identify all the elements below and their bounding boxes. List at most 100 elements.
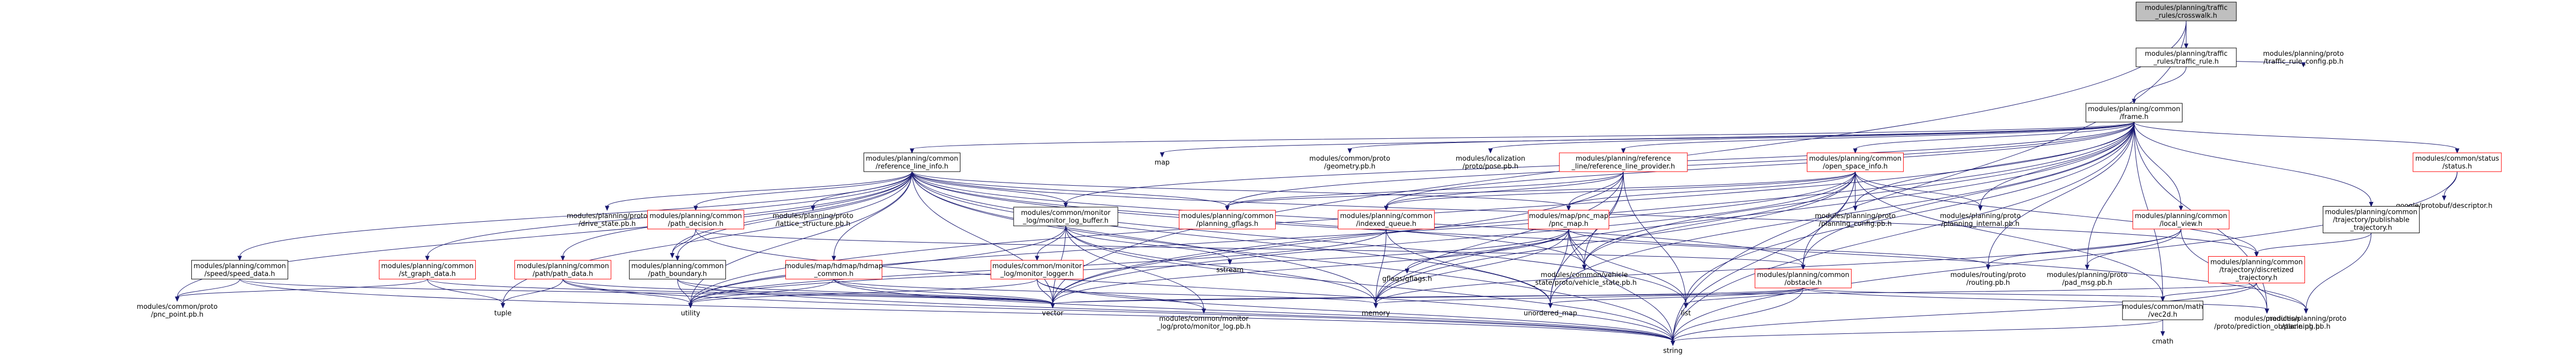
edge-line [562,279,691,304]
node-box [2086,103,2183,123]
edge-line [2087,122,2135,266]
node-planning-gflags[interactable]: modules/planning/common/planning_gflags.… [1179,210,1276,230]
edge-local_view-to-pad_msg_pb [2085,228,2181,270]
edge-line [1685,287,1804,304]
edge-obstacle-to-prediction_obstacle_pb [1803,287,2270,314]
node-publishable-trajectory[interactable]: modules/planning/common/trajectory/publi… [2323,206,2420,233]
node-frame[interactable]: modules/planning/common/frame.h [2086,103,2183,123]
edge-line [677,279,691,304]
edge-line [562,279,1053,304]
edge-line [1672,171,2458,342]
node-speed-data[interactable]: modules/planning/common/speed/speed_data… [191,260,288,280]
edge-frame-to-pose_pb [1488,122,2135,154]
edge-frame-to-obstacle [1801,122,2135,270]
edge-arrowhead [693,206,698,211]
edge-line [1386,171,1624,207]
node-traffic-rule[interactable]: modules/planning/traffic_rules/traffic_r… [2136,47,2237,67]
node-label-line: modules/planning/common [1757,271,1849,279]
node-vec2d[interactable]: modules/common/math/vec2d.h [2122,300,2203,320]
node-box [1338,210,1435,230]
node-label-line: modules/planning/common [1340,212,1432,220]
edge-publishable_trajectory-to-planning_pb [2303,233,2372,314]
node-label-line: modules/map/hdmap/hdmap [785,262,883,270]
edge-line [1855,171,1981,207]
node-monitor-log-buffer[interactable]: modules/common/monitor_log/monitor_log_b… [1013,207,1118,226]
edge-path_data-to-vector [562,279,1055,308]
node-label-line: modules/common/vehicle [1540,271,1628,279]
node-discretized-trajectory[interactable]: modules/planning/common/trajectory/discr… [2208,256,2305,283]
node-label-line: modules/common/status [2415,155,2499,163]
node-label-line: cmath [2152,338,2173,346]
edge-arrowhead [1621,148,1626,154]
edge-traffic_rule-to-frame [2131,66,2187,104]
node-label-line: modules/prediction [2234,315,2299,323]
node-label-line: /pad_msg.pb.h [2062,279,2112,287]
edge-line [1065,225,1376,304]
edge-reference_line_info-to-path_decision [693,171,913,211]
edge-line [911,171,1066,204]
edge-line [1855,122,2135,207]
edge-path_data-to-string [562,279,1675,346]
edge-line [1584,171,1856,266]
node-label-line: /planning.pb.h [2282,323,2331,331]
node-root[interactable]: modules/planning/traffic_rules/crosswalk… [2136,2,2237,21]
edge-arrowhead [670,253,675,258]
node-map-std: map [1155,159,1170,167]
node-label-line: string [1663,347,1682,355]
edge-reference_line_info-to-string [911,171,1675,346]
node-label-line: vector [1042,310,1064,318]
edge-line [911,122,2135,150]
node-path-data[interactable]: modules/planning/common/path/path_data.h [514,260,611,280]
edge-line [1407,228,1569,270]
edge-line [1375,228,2181,304]
node-label-line: modules/common/monitor [992,262,1082,270]
node-label-line: /planning_config.pb.h [1819,220,1892,228]
edge-line [690,279,834,304]
node-box [1013,207,1118,226]
node-label-line: _log/monitor_logger.h [1000,270,1074,278]
node-status-h[interactable]: modules/common/status/status.h [2412,152,2502,172]
edge-arrowhead [2131,99,2137,104]
edge-line [2256,283,2307,310]
edge-line [1803,287,2163,298]
edge-reference_line_info-to-hdmap [831,171,913,261]
node-st-graph-data[interactable]: modules/planning/common/st_graph_data.h [379,260,476,280]
node-monitor-log-pb: modules/common/monitor_log/proto/monitor… [1156,315,1251,331]
node-label-line: modules/planning/common [1181,212,1273,220]
node-label-line: modules/planning/common [631,262,723,270]
node-reference-line-info[interactable]: modules/planning/common/reference_line_i… [864,152,960,172]
node-local-view[interactable]: modules/planning/common/local_view.h [2133,210,2229,230]
edge-arrowhead [500,303,506,308]
node-hdmap[interactable]: modules/map/hdmap/hdmap_common.h [785,260,883,280]
edge-reference_line_info-to-pnc_point_pb [175,171,913,302]
edge-reference_line_info-to-drive_state_pb [605,171,913,211]
edge-line [1490,122,2135,150]
node-monitor-logger[interactable]: modules/common/monitor_log/monitor_logge… [990,260,1084,280]
node-lattice-structure-pb: modules/planning/proto/lattice_structure… [773,212,854,228]
edge-vec2d-to-string [1670,319,2163,346]
edge-line [1568,228,1585,266]
node-box [647,210,744,230]
edge-arrowhead [1384,206,1389,211]
node-label-line: /trajectory/publishable [2333,216,2410,224]
edge-line [1037,225,1066,257]
edge-line [502,279,563,304]
edge-line [1672,283,2257,342]
edge-line [1672,20,2187,342]
node-box [1179,210,1276,230]
edge-line [239,279,1053,304]
edge-line [239,171,913,257]
node-obstacle[interactable]: modules/planning/common/obstacle.h [1755,269,1852,288]
node-path-decision[interactable]: modules/planning/common/path_decision.h [647,210,744,230]
edge-line [562,279,1673,342]
node-label-line: modules/planning/proto [1940,212,2021,220]
node-vector: vector [1042,310,1064,318]
node-open-space-info[interactable]: modules/planning/common/open_space_info.… [1807,152,1904,172]
node-label-line: modules/planning/reference [1576,155,1671,163]
node-path-boundary[interactable]: modules/planning/common/path_boundary.h [629,260,726,280]
node-label-line: modules/planning/traffic [2145,4,2228,12]
node-ref-line-provider[interactable]: modules/planning/reference_line/referenc… [1559,152,1688,172]
node-pnc-map[interactable]: modules/map/pnc_map/pnc_map.h [1528,210,1609,230]
node-indexed-queue[interactable]: modules/planning/common/indexed_queue.h [1338,210,1435,230]
edge-speed_data-to-pnc_point_pb [175,279,240,302]
